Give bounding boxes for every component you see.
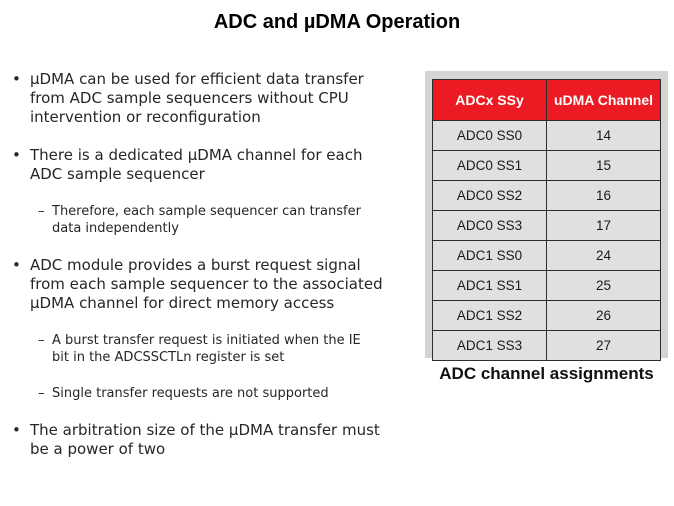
table-caption: ADC channel assignments <box>439 364 654 383</box>
column-header-adcx-ssy: ADCx SSy <box>432 79 547 121</box>
table-row: ADC0 SS1 15 <box>432 150 661 181</box>
cell-channel: 24 <box>546 240 661 271</box>
table-row: ADC1 SS0 24 <box>432 240 661 271</box>
cell-channel: 27 <box>546 330 661 361</box>
table-row: ADC1 SS1 25 <box>432 270 661 301</box>
bullet-item: • ADC module provides a burst request si… <box>12 256 420 313</box>
cell-channel: 26 <box>546 300 661 331</box>
dash-icon: – <box>38 204 45 219</box>
table-row: ADC0 SS0 14 <box>432 120 661 151</box>
bullet-item: • µDMA can be used for efficient data tr… <box>12 70 420 127</box>
cell-channel: 14 <box>546 120 661 151</box>
sub-bullet-item: – A burst transfer request is initiated … <box>38 332 420 366</box>
sub-bullet-text: Therefore, each sample sequencer can tra… <box>52 204 361 236</box>
bullet-text: ADC module provides a burst request sign… <box>30 256 383 312</box>
bullet-text: The arbitration size of the µDMA transfe… <box>30 421 380 458</box>
cell-sequencer: ADC0 SS1 <box>432 150 547 181</box>
cell-sequencer: ADC1 SS0 <box>432 240 547 271</box>
sub-bullet-item: – Therefore, each sample sequencer can t… <box>38 203 420 237</box>
cell-sequencer: ADC0 SS0 <box>432 120 547 151</box>
bullet-item: • There is a dedicated µDMA channel for … <box>12 146 420 184</box>
bullet-icon: • <box>12 421 21 439</box>
cell-channel: 16 <box>546 180 661 211</box>
table-row: ADC1 SS2 26 <box>432 300 661 331</box>
table-row: ADC0 SS3 17 <box>432 210 661 241</box>
cell-channel: 17 <box>546 210 661 241</box>
bullet-text: There is a dedicated µDMA channel for ea… <box>30 146 363 183</box>
table-header-row: ADCx SSy uDMA Channel <box>432 79 661 121</box>
dash-icon: – <box>38 386 45 401</box>
bullet-text: µDMA can be used for efficient data tran… <box>30 70 364 126</box>
cell-sequencer: ADC0 SS3 <box>432 210 547 241</box>
cell-sequencer: ADC1 SS1 <box>432 270 547 301</box>
adc-channel-table: ADCx SSy uDMA Channel ADC0 SS0 14 ADC0 S… <box>432 79 661 361</box>
column-header-udma-channel: uDMA Channel <box>546 79 661 121</box>
table-panel: ADCx SSy uDMA Channel ADC0 SS0 14 ADC0 S… <box>425 71 668 361</box>
bullet-icon: • <box>12 256 21 274</box>
table-row: ADC0 SS2 16 <box>432 180 661 211</box>
sub-bullet-text: Single transfer requests are not support… <box>52 386 329 401</box>
cell-sequencer: ADC0 SS2 <box>432 180 547 211</box>
bullet-item: • The arbitration size of the µDMA trans… <box>12 421 420 459</box>
cell-sequencer: ADC1 SS2 <box>432 300 547 331</box>
slide-title: ADC and µDMA Operation <box>213 11 461 33</box>
table-row: ADC1 SS3 27 <box>432 330 661 361</box>
bullet-icon: • <box>12 70 21 88</box>
sub-bullet-item: – Single transfer requests are not suppo… <box>38 385 420 402</box>
bullet-list: • µDMA can be used for efficient data tr… <box>12 70 420 478</box>
cell-sequencer: ADC1 SS3 <box>432 330 547 361</box>
bullet-icon: • <box>12 146 21 164</box>
cell-channel: 25 <box>546 270 661 301</box>
dash-icon: – <box>38 333 45 348</box>
sub-bullet-text: A burst transfer request is initiated wh… <box>52 333 361 365</box>
cell-channel: 15 <box>546 150 661 181</box>
